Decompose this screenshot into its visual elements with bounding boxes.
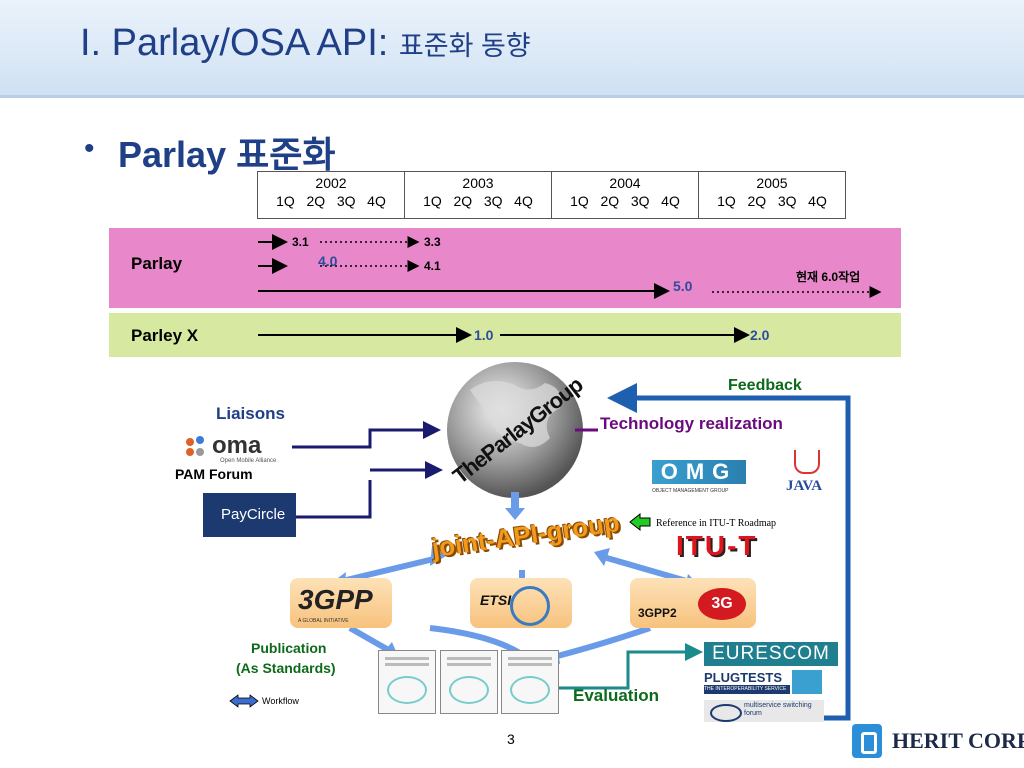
year-label: 2004 — [609, 175, 641, 191]
msf-text: multiservice switching forum — [744, 702, 812, 717]
parlay-x-version-1-0: 1.0 — [474, 327, 494, 343]
etsi-logo-box: ETSI — [470, 578, 572, 628]
3gpp-logo-box: 3GPP A GLOBAL INITIATIVE — [290, 578, 392, 628]
paycircle-logo: PayCircle — [203, 493, 296, 537]
bullet-dot: • — [84, 132, 95, 165]
workflow-legend-arrow — [229, 694, 259, 708]
slide-title: I. Parlay/OSA API: 표준화 동향 — [80, 22, 531, 65]
3gpp2-text: 3GPP2 — [638, 606, 677, 620]
quarter-labels: 1Q 2Q 3Q 4Q — [276, 193, 386, 209]
slide-header — [0, 0, 1024, 98]
java-text: JAVA — [786, 478, 823, 494]
standard-document-thumbnail — [440, 650, 498, 714]
plugtests-text: PLUGTESTS — [704, 670, 783, 685]
msf-swoosh-icon — [710, 704, 742, 722]
publication-label: Publication — [251, 640, 327, 656]
oma-logo: oma Open Mobile Alliance — [184, 432, 294, 464]
parlay-x-version-2-0: 2.0 — [750, 327, 770, 343]
quarter-labels: 1Q 2Q 3Q 4Q — [570, 193, 680, 209]
workflow-arrow-3gpp2 — [599, 553, 691, 585]
timeline-year-cell: 2004 1Q 2Q 3Q 4Q — [551, 171, 699, 219]
3g-circle-logo: 3G — [698, 588, 746, 620]
timeline-year-cell: 2005 1Q 2Q 3Q 4Q — [698, 171, 846, 219]
3gpp-text: 3GPP — [298, 584, 373, 615]
herit-logo-icon — [852, 724, 882, 758]
parlay-x-label: Parley X — [131, 326, 199, 345]
version-4-0: 4.0 — [318, 253, 338, 269]
msf-logo: multiservice switching forum — [704, 700, 824, 722]
standard-document-thumbnail — [378, 650, 436, 714]
plugtests-logo: PLUGTESTS THE INTEROPERABILITY SERVICE — [704, 668, 824, 696]
version-4-1: 4.1 — [424, 259, 441, 273]
timeline-table: 2002 1Q 2Q 3Q 4Q 2003 1Q 2Q 3Q 4Q 2004 1Q 2… — [257, 171, 846, 219]
title-korean: 표준화 동향 — [398, 31, 531, 61]
technology-realization-label: Technology realization — [600, 414, 783, 433]
version-5-0: 5.0 — [673, 278, 693, 294]
pam-forum-label: PAM Forum — [175, 466, 253, 482]
java-cup-icon — [794, 450, 820, 474]
liaisons-label: Liaisons — [216, 404, 285, 423]
evaluation-arrow — [556, 643, 703, 690]
itu-reference-label: Reference in ITU-T Roadmap — [656, 518, 777, 529]
herit-corp-logo-text: HERIT CORP. — [892, 728, 1024, 753]
year-label: 2002 — [315, 175, 347, 191]
itu-t-logo: ITU-T — [676, 530, 758, 561]
evaluation-label: Evaluation — [573, 686, 659, 705]
timeline-year-cell: 2003 1Q 2Q 3Q 4Q — [404, 171, 552, 219]
plugtests-subtitle: THE INTEROPERABILITY SERVICE — [704, 685, 790, 694]
liaison-line-oma — [292, 421, 441, 449]
as-standards-label: (As Standards) — [236, 660, 336, 676]
3gpp-subtitle: A GLOBAL INITIATIVE — [298, 618, 349, 624]
etsi-text: ETSI — [480, 592, 512, 608]
title-text: I. Parlay/OSA API: — [80, 22, 399, 64]
timeline-year-cell: 2002 1Q 2Q 3Q 4Q — [257, 171, 405, 219]
etsi-circle-icon — [510, 586, 550, 626]
version-3-3: 3.3 — [424, 235, 441, 249]
omg-logo: OMG OBJECT MANAGEMENT GROUP — [650, 458, 750, 498]
omg-subtitle: OBJECT MANAGEMENT GROUP — [652, 488, 729, 494]
oma-subtitle: Open Mobile Alliance — [220, 458, 277, 464]
omg-text: OMG — [652, 460, 746, 484]
bullet-heading: Parlay 표준화 — [118, 134, 336, 175]
page-number: 3 — [507, 731, 515, 747]
year-label: 2005 — [756, 175, 788, 191]
paycircle-text: PayCircle — [221, 506, 286, 523]
quarter-labels: 1Q 2Q 3Q 4Q — [423, 193, 533, 209]
oma-text: oma — [212, 432, 262, 459]
parlay-band — [109, 228, 901, 308]
parlay-label: Parlay — [131, 254, 183, 273]
plugtests-globe-icon — [792, 670, 822, 694]
liaison-line-paycircle — [296, 480, 372, 519]
version-3-1: 3.1 — [292, 235, 309, 249]
green-left-arrow — [629, 512, 651, 532]
feedback-label: Feedback — [728, 377, 802, 394]
java-logo: JAVA — [784, 448, 828, 498]
standard-document-thumbnail — [501, 650, 559, 714]
year-label: 2003 — [462, 175, 494, 191]
quarter-labels: 1Q 2Q 3Q 4Q — [717, 193, 827, 209]
current-work-label: 현재 6.0작업 — [796, 270, 861, 284]
3gpp2-logo-box: 3GPP2 3G — [630, 578, 756, 628]
eurescom-logo: EURESCOM — [704, 642, 838, 666]
workflow-legend-label: Workflow — [262, 696, 299, 706]
